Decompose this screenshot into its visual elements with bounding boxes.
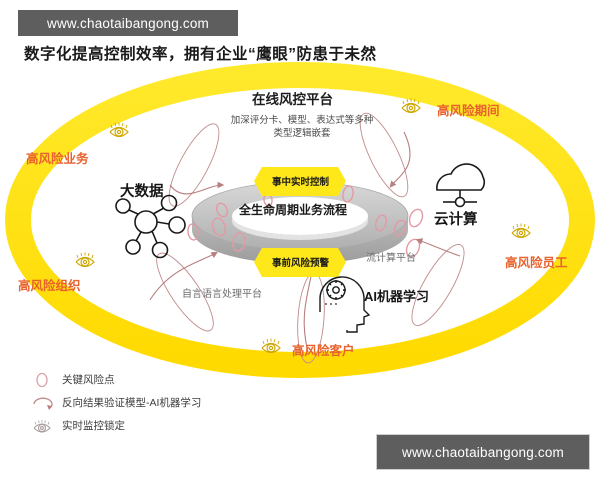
risk-label-organization: 高风险组织 (18, 279, 81, 293)
circle-outline-icon (28, 370, 62, 390)
legend-label: 关键风险点 (62, 374, 115, 386)
node-label-ai-machine-learning: AI机器学习 (364, 289, 430, 304)
legend-label: 实时监控锁定 (62, 420, 125, 432)
legend-item-reverse-validation: 反向结果验证模型-AI机器学习 (28, 391, 308, 414)
outer-yellow-ring (5, 62, 595, 378)
eye-icon-customer (261, 338, 281, 354)
page-title: 数字化提高控制效率，拥有企业“鹰眼”防患于未然 (24, 46, 377, 63)
risk-label-staff: 高风险员工 (505, 256, 568, 270)
risk-point (215, 202, 229, 218)
outer-ring-subtitle-line1: 加深评分卡、模型、表达式等多种 (230, 115, 374, 126)
validation-loops (156, 112, 465, 364)
legend: 关键风险点 反向结果验证模型-AI机器学习 (28, 368, 308, 437)
node-label-big-data: 大数据 (120, 184, 164, 200)
badge-shape-bottom (254, 248, 346, 277)
node-label-cloud-computing: 云计算 (434, 212, 478, 228)
caption-stream-computing-platform: 流计算平台 (366, 253, 416, 264)
eye-icon (28, 416, 62, 436)
risk-point (187, 223, 199, 241)
legend-label: 反向结果验证模型-AI机器学习 (62, 397, 202, 409)
curved-arrow-icon (28, 393, 62, 413)
outer-ring-title: 在线风控平台 (252, 92, 333, 107)
badge-pre-risk-warning: 事前风险预警 (272, 258, 330, 269)
eye-icon-staff (511, 223, 531, 239)
lifecycle-torus (191, 181, 409, 264)
badge-realtime-control: 事中实时控制 (272, 177, 330, 188)
big-data-icon (115, 194, 186, 259)
outer-ring-subtitle-line2: 类型逻辑嵌套 (273, 128, 331, 139)
watermark-bottom: www.chaotaibangong.com (376, 434, 590, 470)
badge-shape-top (254, 167, 346, 196)
watermark-top: www.chaotaibangong.com (18, 10, 238, 36)
validation-arrows (149, 131, 461, 353)
eye-icon-org (75, 252, 95, 268)
risk-point (211, 217, 227, 237)
eye-icons-group (75, 98, 531, 354)
risk-point (342, 185, 354, 203)
legend-item-key-risk-point: 关键风险点 (28, 368, 308, 391)
eye-icon-period (401, 98, 421, 114)
risk-label-customer: 高风险客户 (292, 344, 355, 358)
caption-nlp-platform: 自言语言处理平台 (182, 289, 262, 300)
ai-head-gear-icon (319, 276, 371, 333)
cloud-computing-icon (436, 163, 486, 208)
legend-item-realtime-monitor-lock: 实时监控锁定 (28, 414, 308, 437)
risk-point (408, 208, 424, 228)
risk-point (393, 219, 407, 237)
risk-label-business: 高风险业务 (26, 152, 89, 166)
center-lifecycle-label: 全生命周期业务流程 (239, 203, 348, 217)
risk-point (232, 232, 246, 252)
eye-icon-business (109, 122, 129, 138)
risk-label-period: 高风险期间 (437, 104, 500, 118)
risk-point (374, 214, 388, 232)
